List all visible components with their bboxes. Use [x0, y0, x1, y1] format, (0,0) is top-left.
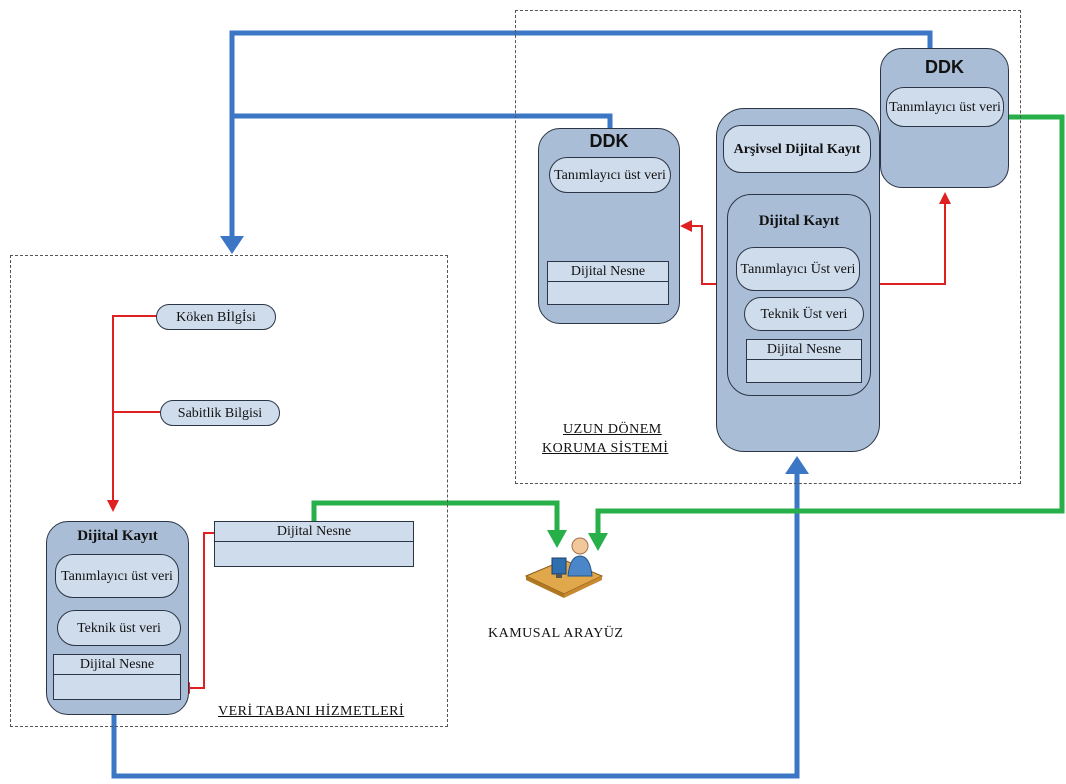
blue-line-top: [229, 30, 933, 250]
ddk-left-descriptive-pill: Tanımlayıcı üst veri: [549, 157, 671, 193]
ddk-left-object-label: Dijital Nesne: [548, 262, 668, 282]
digital-object-box: Dijital Nesne: [53, 654, 181, 700]
archival-record-card: Arşivsel Dijital Kayıt Dijital Kayıt Tan…: [716, 108, 880, 452]
inner-digital-record-title: Dijital Kayıt: [758, 213, 840, 229]
ddk-left-card: DDK Tanımlayıcı üst veri Dijital Nesne: [538, 128, 680, 324]
green-arrowhead-left: [547, 530, 567, 548]
digital-object-label: Dijital Nesne: [54, 655, 180, 675]
fixity-info-pill: Sabitlik Bilgisi: [160, 400, 280, 426]
blue-arrowhead-archive: [785, 456, 809, 474]
green-line-left: [311, 500, 560, 534]
blue-line-mid: [232, 113, 613, 128]
red-line-object: [186, 532, 214, 689]
technical-metadata-pill: Teknik üst veri: [57, 610, 181, 646]
blue-connectors: [111, 30, 933, 779]
inner-descriptive-pill: Tanımlayıcı Üst veri: [736, 247, 860, 291]
standalone-digital-object-box: Dijital Nesne: [214, 521, 414, 567]
provenance-info-pill: Köken Bİlgİsi: [156, 304, 276, 330]
inner-technical-pill: Teknik Üst veri: [744, 297, 864, 331]
red-arrowhead-ddk-right: [939, 192, 951, 204]
long-term-caption-line1: UZUN DÖNEM: [563, 422, 662, 437]
green-arrowhead-right: [588, 533, 608, 551]
database-services-frame: [10, 255, 448, 727]
red-connectors: [112, 200, 946, 689]
digital-record-title: Dijital Kayıt: [77, 528, 158, 544]
red-line-koken: [112, 315, 156, 504]
long-term-preservation-frame: [515, 10, 1021, 484]
blue-line-bottom: [111, 462, 800, 779]
red-arrowhead-ddk-left: [680, 220, 692, 232]
ddk-right-descriptive-pill: Tanımlayıcı üst veri: [886, 87, 1004, 127]
ddk-right-card: DDK Tanımlayıcı üst veri: [880, 48, 1009, 188]
red-line-to-ddk-left: [686, 225, 728, 285]
inner-digital-record-card: Dijital Kayıt Tanımlayıcı Üst veri Tekni…: [727, 194, 871, 396]
ddk-right-title: DDK: [925, 57, 964, 77]
database-services-caption: VERİ TABANI HİZMETLERİ: [218, 704, 405, 719]
inner-digital-object-box: Dijital Nesne: [746, 339, 862, 383]
blue-arrowhead-db: [220, 236, 244, 254]
green-connectors: [311, 114, 1065, 537]
red-line-to-ddk-right: [872, 200, 946, 285]
public-interface-label: KAMUSAL ARAYÜZ: [488, 626, 624, 641]
descriptive-metadata-pill: Tanımlayıcı üst veri: [55, 554, 179, 598]
digital-record-card: Dijital Kayıt Tanımlayıcı üst veri Tekni…: [46, 521, 189, 715]
green-line-right: [595, 114, 1065, 537]
ddk-left-object-box: Dijital Nesne: [547, 261, 669, 305]
user-at-computer-icon: [524, 537, 604, 598]
red-arrowhead-record: [107, 500, 119, 512]
ddk-left-title: DDK: [589, 131, 629, 151]
long-term-caption-line2: KORUMA SİSTEMİ: [542, 441, 669, 456]
standalone-digital-object-label: Dijital Nesne: [215, 522, 413, 542]
archival-record-title-pill: Arşivsel Dijital Kayıt: [723, 125, 871, 173]
inner-digital-object-label: Dijital Nesne: [747, 340, 861, 360]
